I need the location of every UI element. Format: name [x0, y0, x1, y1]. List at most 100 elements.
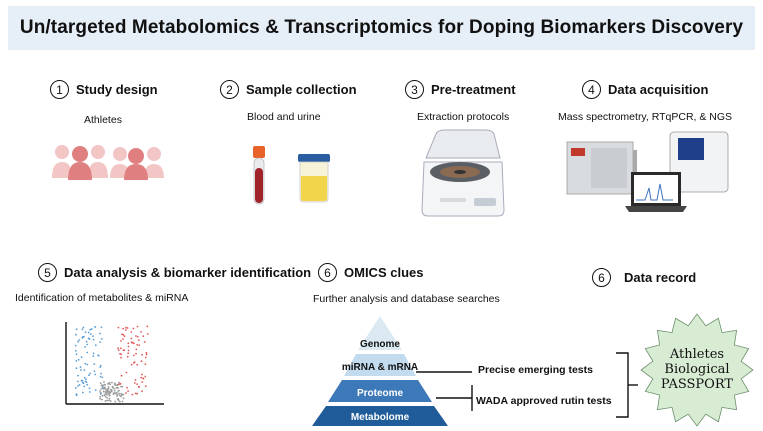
volcano-point — [119, 382, 122, 385]
step-4-subtitle: Mass spectrometry, RTqPCR, & NGS — [558, 111, 733, 123]
step-2-title: Sample collection — [246, 82, 357, 97]
volcano-point — [88, 338, 91, 340]
step-1-title: Study design — [76, 82, 158, 97]
volcano-point — [80, 356, 83, 359]
volcano-point — [99, 364, 102, 367]
omics-pyramid: Genome miRNA & mRNA Proteome Metabolome — [312, 316, 448, 426]
volcano-point — [83, 369, 86, 371]
volcano-point — [133, 382, 136, 384]
volcano-point — [136, 343, 139, 346]
volcano-point — [132, 327, 135, 330]
volcano-point — [94, 344, 97, 347]
volcano-point — [140, 331, 142, 333]
volcano-point — [126, 355, 129, 358]
volcano-point — [120, 395, 122, 398]
pyramid-label-genome: Genome — [360, 339, 400, 350]
volcano-point — [89, 333, 92, 335]
volcano-point — [103, 387, 106, 390]
passport-line-2: Biological — [664, 362, 729, 377]
volcano-point — [146, 325, 149, 328]
step-5-header: 5 Data analysis & biomarker identificati… — [38, 263, 311, 282]
step-6-omics-number: 6 — [318, 263, 337, 282]
volcano-point — [86, 363, 89, 366]
volcano-point — [142, 335, 145, 338]
volcano-point — [86, 383, 89, 386]
volcano-point — [101, 386, 104, 389]
volcano-point — [144, 363, 147, 366]
volcano-point — [145, 351, 148, 354]
volcano-point — [81, 336, 84, 338]
volcano-point — [100, 326, 103, 329]
volcano-point — [116, 391, 118, 394]
volcano-point — [82, 381, 84, 384]
volcano-point — [99, 382, 102, 385]
title-banner: Un/targeted Metabolomics & Transcriptomi… — [8, 6, 755, 50]
volcano-point — [92, 352, 95, 355]
volcano-point — [115, 387, 118, 389]
volcano-point — [77, 340, 79, 343]
volcano-point — [99, 341, 101, 343]
volcano-point — [123, 349, 126, 352]
centrifuge-icon — [421, 129, 505, 217]
volcano-point — [142, 377, 144, 380]
volcano-point — [144, 385, 147, 388]
volcano-point — [85, 340, 88, 343]
step-4-title: Data acquisition — [608, 82, 709, 97]
step-6-omics-title: OMICS clues — [344, 265, 424, 280]
volcano-point — [130, 331, 133, 333]
volcano-point — [78, 339, 80, 341]
volcano-point — [113, 382, 116, 385]
volcano-point — [121, 400, 124, 403]
volcano-point — [107, 386, 110, 388]
step-3-title: Pre-treatment — [431, 82, 516, 97]
volcano-point — [120, 347, 122, 350]
volcano-point — [84, 346, 86, 348]
volcano-point — [106, 389, 109, 392]
volcano-point — [94, 373, 97, 376]
volcano-point — [116, 386, 119, 389]
volcano-point — [99, 390, 101, 392]
volcano-point — [122, 397, 125, 400]
step-3-number: 3 — [405, 80, 424, 99]
pyramid-label-metabolome: Metabolome — [351, 412, 410, 423]
volcano-point — [74, 387, 77, 389]
volcano-point — [127, 352, 130, 355]
volcano-point — [75, 367, 78, 370]
volcano-point — [100, 388, 103, 390]
volcano-point — [119, 400, 121, 403]
volcano-point — [126, 327, 129, 329]
laptop-icon — [625, 172, 687, 212]
volcano-point — [135, 352, 137, 355]
volcano-point — [78, 383, 81, 386]
volcano-point — [106, 396, 108, 399]
volcano-point — [112, 393, 115, 396]
volcano-point — [93, 370, 96, 373]
volcano-point — [134, 392, 137, 395]
volcano-point — [122, 338, 124, 340]
step-4-number: 4 — [582, 80, 601, 99]
volcano-point — [120, 356, 122, 359]
step-2-number: 2 — [220, 80, 239, 99]
volcano-point — [118, 389, 120, 392]
volcano-plot-icon — [65, 322, 164, 405]
step-1-header: 1 Study design — [50, 80, 158, 99]
volcano-point — [79, 366, 82, 368]
volcano-point — [135, 335, 137, 337]
volcano-point — [75, 353, 78, 356]
pyramid-label-mirna: miRNA & mRNA — [342, 362, 418, 373]
step-2-subtitle: Blood and urine — [247, 111, 321, 123]
volcano-point — [111, 381, 113, 384]
step-6-record-header: 6 Data record — [592, 268, 696, 287]
volcano-point — [87, 331, 90, 334]
precise-tests-label: Precise emerging tests — [478, 364, 593, 376]
volcano-point — [83, 376, 86, 379]
volcano-point — [90, 328, 93, 330]
volcano-point — [108, 399, 110, 402]
volcano-point — [113, 387, 115, 390]
volcano-point — [94, 389, 97, 391]
volcano-point — [136, 392, 138, 395]
volcano-point — [86, 351, 89, 354]
volcano-point — [117, 399, 120, 402]
volcano-point — [117, 326, 120, 329]
volcano-point — [82, 326, 85, 329]
